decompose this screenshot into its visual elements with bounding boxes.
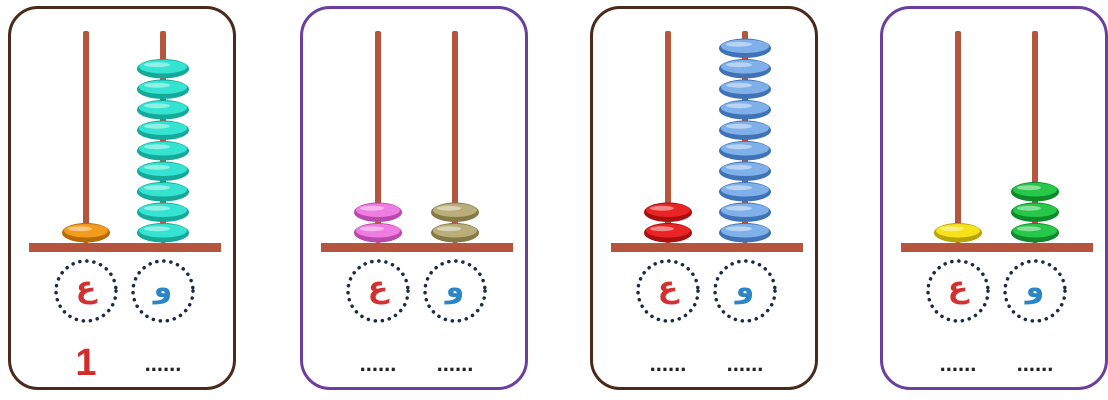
tens-answer: 1 <box>46 342 126 385</box>
units-place-label: و <box>425 258 485 318</box>
units-bead <box>137 182 189 202</box>
units-bead <box>719 141 771 161</box>
units-bead <box>137 223 189 243</box>
units-bead <box>137 121 189 141</box>
abacus-base <box>29 243 221 252</box>
tens-bead <box>62 223 110 243</box>
units-bead <box>719 59 771 79</box>
units-bead <box>719 39 771 59</box>
tens-rod <box>955 31 961 243</box>
units-bead <box>431 203 479 223</box>
abacus-card-3: ع...... و...... <box>590 6 818 390</box>
units-bead <box>719 182 771 202</box>
abacus-base <box>901 243 1093 252</box>
tens-bead <box>354 203 402 223</box>
tens-bead <box>644 223 692 243</box>
units-bead <box>719 203 771 223</box>
abacus-drawing <box>11 9 239 393</box>
units-answer[interactable]: ...... <box>415 351 495 377</box>
units-bead <box>1011 203 1059 223</box>
units-bead <box>719 100 771 120</box>
units-bead <box>719 223 771 243</box>
abacus-card-4: ع...... و...... <box>880 6 1108 390</box>
abacus-card-2: ع...... و...... <box>300 6 528 390</box>
abacus-base <box>321 243 513 252</box>
units-bead <box>137 80 189 100</box>
tens-answer[interactable]: ...... <box>628 351 708 377</box>
abacus-drawing <box>593 9 821 393</box>
units-bead <box>1011 182 1059 202</box>
units-bead <box>719 162 771 182</box>
units-answer[interactable]: ...... <box>705 351 785 377</box>
tens-place-label: ع <box>638 258 698 318</box>
units-bead <box>719 80 771 100</box>
tens-place-label: ع <box>348 258 408 318</box>
units-bead <box>719 121 771 141</box>
tens-answer[interactable]: ...... <box>338 351 418 377</box>
units-place-label: و <box>715 258 775 318</box>
tens-bead <box>354 223 402 243</box>
tens-rod <box>83 31 89 243</box>
tens-place-label: ع <box>928 258 988 318</box>
units-bead <box>137 59 189 79</box>
units-bead <box>1011 223 1059 243</box>
abacus-drawing <box>303 9 531 393</box>
units-bead <box>431 223 479 243</box>
units-answer[interactable]: ...... <box>995 351 1075 377</box>
units-bead <box>137 162 189 182</box>
units-place-label: و <box>133 258 193 318</box>
units-answer[interactable]: ...... <box>123 351 203 377</box>
units-place-label: و <box>1005 258 1065 318</box>
abacus-drawing <box>883 9 1108 393</box>
units-bead <box>137 203 189 223</box>
units-bead <box>137 141 189 161</box>
units-bead <box>137 100 189 120</box>
abacus-base <box>611 243 803 252</box>
tens-place-label: ع <box>56 258 116 318</box>
tens-answer[interactable]: ...... <box>918 351 998 377</box>
tens-bead <box>644 203 692 223</box>
tens-bead <box>934 223 982 243</box>
